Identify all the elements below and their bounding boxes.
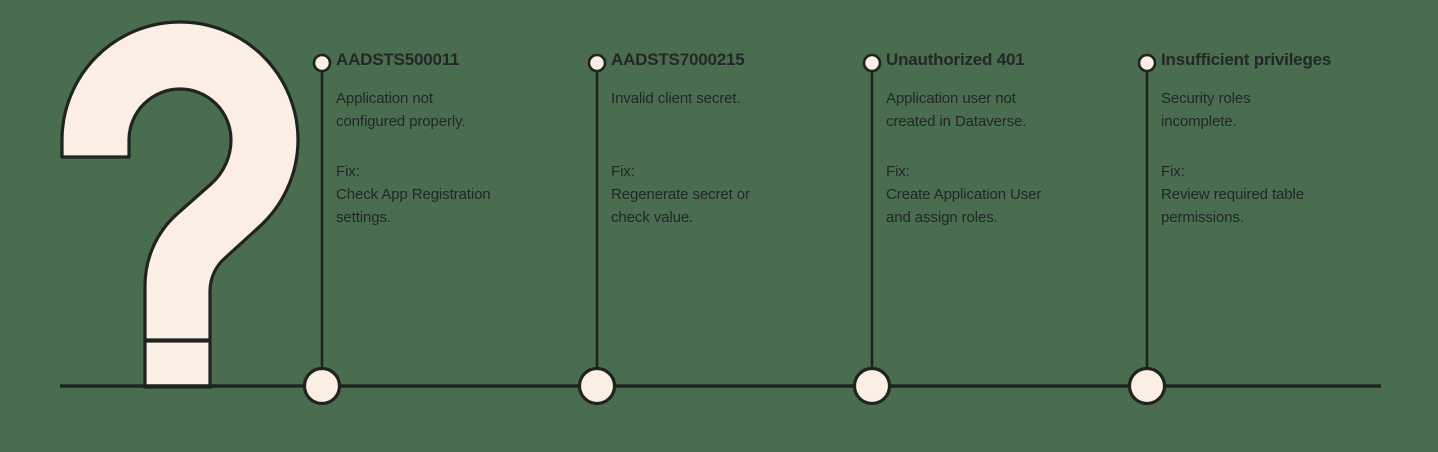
error-code-heading: Insufficient privileges: [1161, 50, 1332, 69]
error-column-aadsts500011: AADSTS500011 Application not configured …: [336, 49, 564, 229]
question-mark-icon: [60, 20, 300, 389]
fix-label: Fix:: [336, 163, 360, 180]
error-column-aadsts7000215: AADSTS7000215 Invalid client secret. Fix…: [611, 49, 839, 229]
error-description: Application not configured properly.: [336, 90, 466, 130]
fix-description: Create Application User and assign roles…: [886, 186, 1042, 226]
error-column-insufficient-privileges: Insufficient privileges Security roles i…: [1161, 49, 1401, 229]
baseline-node-3: [852, 366, 892, 406]
baseline-node-4: [1127, 366, 1167, 406]
error-description: Invalid client secret.: [611, 90, 741, 107]
fix-label: Fix:: [886, 163, 910, 180]
error-code-heading: Unauthorized 401: [886, 50, 1025, 69]
baseline-node-2: [577, 366, 617, 406]
fix-description: Regenerate secret or check value.: [611, 186, 750, 226]
error-code-heading: AADSTS7000215: [611, 50, 745, 69]
fix-label: Fix:: [611, 163, 635, 180]
top-marker-dot-3: [862, 53, 882, 73]
fix-description: Review required table permissions.: [1161, 186, 1304, 226]
fix-label: Fix:: [1161, 163, 1185, 180]
top-marker-dot-4: [1137, 53, 1157, 73]
error-code-heading: AADSTS500011: [336, 50, 460, 69]
fix-description: Check App Registration settings.: [336, 186, 491, 226]
top-marker-dot-2: [587, 53, 607, 73]
error-description: Application user not created in Datavers…: [886, 90, 1027, 130]
error-column-unauthorized-401: Unauthorized 401 Application user not cr…: [886, 49, 1114, 229]
baseline-node-1: [302, 366, 342, 406]
top-marker-dot-1: [312, 53, 332, 73]
error-description: Security roles incomplete.: [1161, 90, 1251, 130]
